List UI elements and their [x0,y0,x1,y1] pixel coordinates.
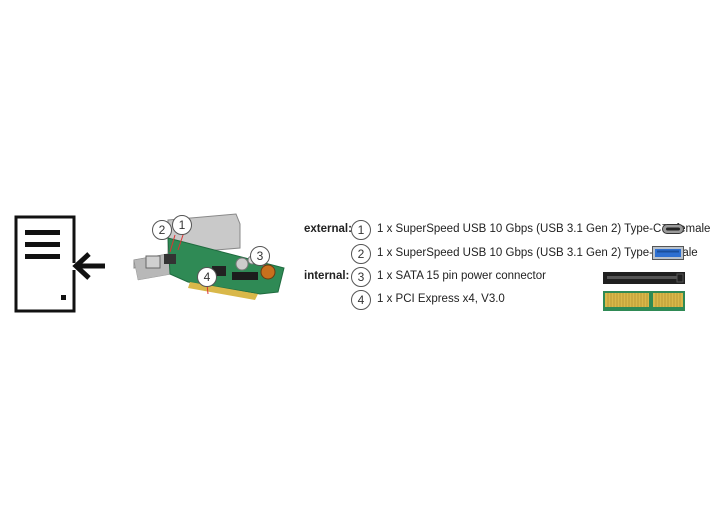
spec-text-4: 1 x PCI Express x4, V3.0 [377,293,505,305]
spec-text-3: 1 x SATA 15 pin power connector [377,270,546,282]
spec-text-1: 1 x SuperSpeed USB 10 Gbps (USB 3.1 Gen … [377,223,710,235]
spec-number-1: 1 [351,220,371,240]
callout-4: 4 [197,267,217,287]
spec-text-2: 1 x SuperSpeed USB 10 Gbps (USB 3.1 Gen … [377,247,698,259]
spec-number-4: 4 [351,290,371,310]
internal-label: internal: [304,270,350,282]
callout-3: 3 [250,246,270,266]
sata-power-connector-icon [603,272,685,284]
callout-2: 2 [152,220,172,240]
external-label: external: [304,223,352,235]
usb-type-c-port-icon [662,224,684,234]
pcie-x4-edge-connector-icon [603,291,685,311]
spec-number-3: 3 [351,267,371,287]
usb-type-a-port-icon [652,246,684,260]
spec-number-2: 2 [351,244,371,264]
document-insert-icon [14,215,105,313]
callout-1: 1 [172,215,192,235]
